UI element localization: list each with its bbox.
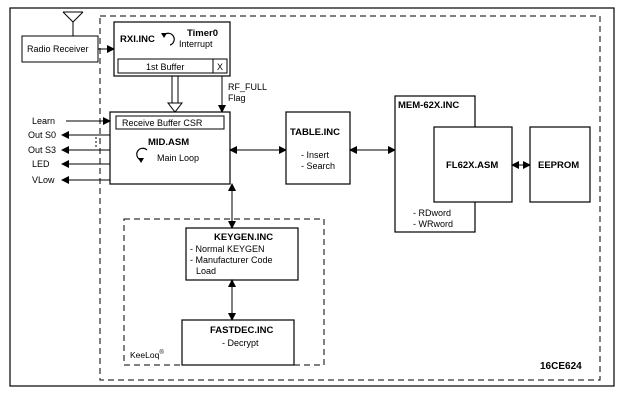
main-loop-icon bbox=[136, 147, 148, 163]
fl62x-box bbox=[433, 126, 513, 203]
table-item-search: - Search bbox=[301, 161, 335, 171]
rxi-interrupt: Interrupt bbox=[179, 39, 213, 49]
out-s3-label: Out S3 bbox=[28, 145, 56, 155]
mid-loop: Main Loop bbox=[157, 153, 199, 163]
rf-full-line1: RF_FULL bbox=[228, 82, 267, 92]
chip-label: 16CE624 bbox=[540, 361, 582, 372]
rxi-flag-box bbox=[212, 58, 228, 74]
rf-full-line2: Flag bbox=[228, 93, 246, 103]
rxi-flag-label: X bbox=[217, 62, 223, 72]
fastdec-title: FASTDEC.INC bbox=[210, 325, 273, 336]
mem-item-wrword: - WRword bbox=[413, 219, 453, 229]
learn-label: Learn bbox=[32, 116, 55, 126]
eeprom-box bbox=[529, 126, 591, 203]
vlow-label: VLow bbox=[32, 175, 55, 185]
rxi-title: RXI.INC bbox=[120, 34, 155, 45]
rotate-icon bbox=[161, 32, 175, 46]
keygen-title: KEYGEN.INC bbox=[214, 232, 273, 243]
out-s0-label: Out S0 bbox=[28, 130, 56, 140]
keygen-box bbox=[185, 227, 299, 281]
fastdec-box bbox=[181, 319, 295, 366]
led-label: LED bbox=[32, 159, 50, 169]
mem-title: MEM-62X.INC bbox=[398, 100, 459, 111]
mid-title: MID.ASM bbox=[148, 137, 189, 148]
keygen-item-normal: - Normal KEYGEN bbox=[190, 244, 265, 254]
radio-receiver-box bbox=[21, 35, 99, 63]
chip-boundary bbox=[99, 15, 601, 381]
mid-buffer-csr: Receive Buffer CSR bbox=[122, 118, 203, 128]
table-box bbox=[285, 111, 351, 185]
outer-frame bbox=[9, 7, 615, 387]
radio-receiver-label: Radio Receiver bbox=[27, 44, 89, 54]
keygen-item-load: Load bbox=[196, 266, 216, 276]
keeloq-label: KeeLoq® bbox=[130, 349, 164, 360]
rxi-timer: Timer0 bbox=[187, 28, 218, 39]
mem-item-rdword: - RDword bbox=[413, 208, 451, 218]
buffer-transfer-arrow bbox=[166, 76, 184, 113]
eeprom-title: EEPROM bbox=[538, 160, 579, 171]
fl62x-title: FL62X.ASM bbox=[446, 160, 498, 171]
rxi-buffer-label: 1st Buffer bbox=[146, 62, 184, 72]
keygen-item-manufacturer: - Manufacturer Code bbox=[190, 255, 273, 265]
mid-buffer-csr-box bbox=[115, 115, 225, 130]
antenna-icon bbox=[62, 11, 84, 36]
table-title: TABLE.INC bbox=[290, 127, 340, 138]
fastdec-item-decrypt: - Decrypt bbox=[222, 338, 259, 348]
table-item-insert: - Insert bbox=[301, 150, 330, 160]
